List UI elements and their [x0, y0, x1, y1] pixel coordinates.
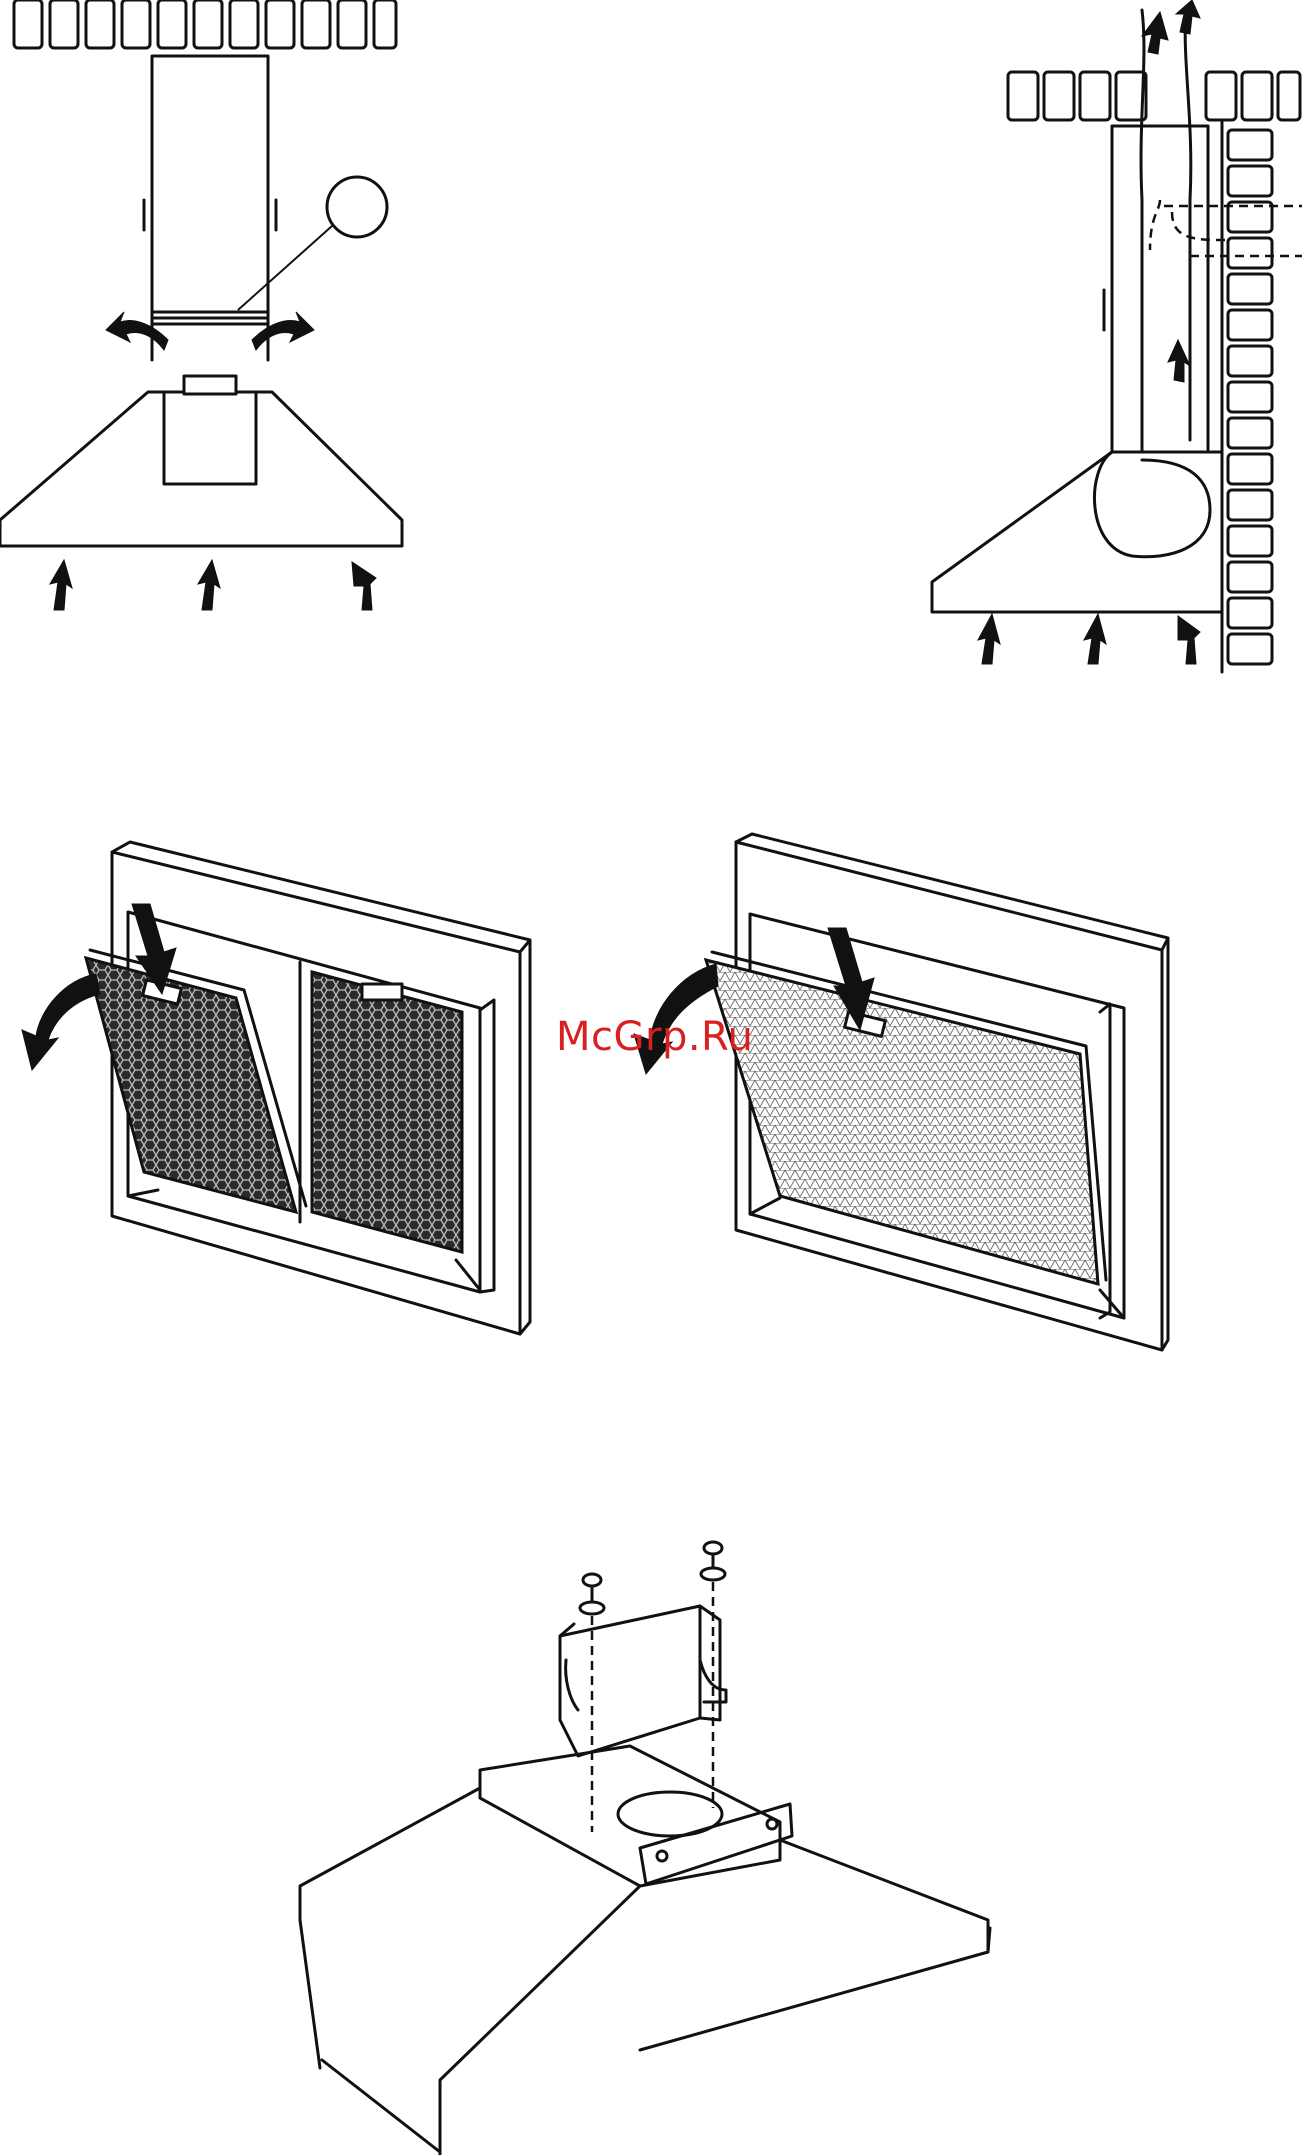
brick-ceiling-icon [1008, 72, 1300, 120]
washer-icon [701, 1568, 725, 1580]
brick-ceiling-icon [14, 0, 396, 48]
recirculation-hood-figure [0, 0, 402, 610]
extraction-canopy-outline [932, 452, 1222, 612]
up-arrow-icon [1178, 616, 1200, 664]
single-filter-figure [634, 834, 1168, 1350]
up-arrow-icon [50, 560, 72, 610]
up-arrow-icon [1084, 614, 1106, 664]
chimney-outline [152, 56, 268, 312]
callout-circle [327, 177, 387, 237]
up-arrow-icon [352, 562, 376, 610]
dual-filter-figure [22, 842, 530, 1334]
out-arrow-icon [1142, 12, 1168, 54]
up-arrow-icon [978, 614, 1000, 664]
extraction-hood-figure [932, 0, 1302, 672]
up-arrow-icon [198, 560, 220, 610]
bracket-assembly-figure [300, 1542, 990, 2155]
out-arrow-icon [1176, 0, 1200, 34]
watermark-text: McGrp.Ru [556, 1014, 753, 1060]
motor-housing [164, 392, 256, 484]
curved-arrow-icon [22, 974, 100, 1070]
callout-leader [238, 226, 332, 310]
brick-wall-icon [1228, 130, 1272, 664]
grease-filter-right [312, 972, 462, 1252]
chimney-bracket [560, 1606, 700, 1756]
screw-icon [701, 1542, 725, 1580]
screw-icon [580, 1574, 604, 1614]
washer-icon [580, 1602, 604, 1614]
up-arrow-icon [1168, 340, 1190, 382]
